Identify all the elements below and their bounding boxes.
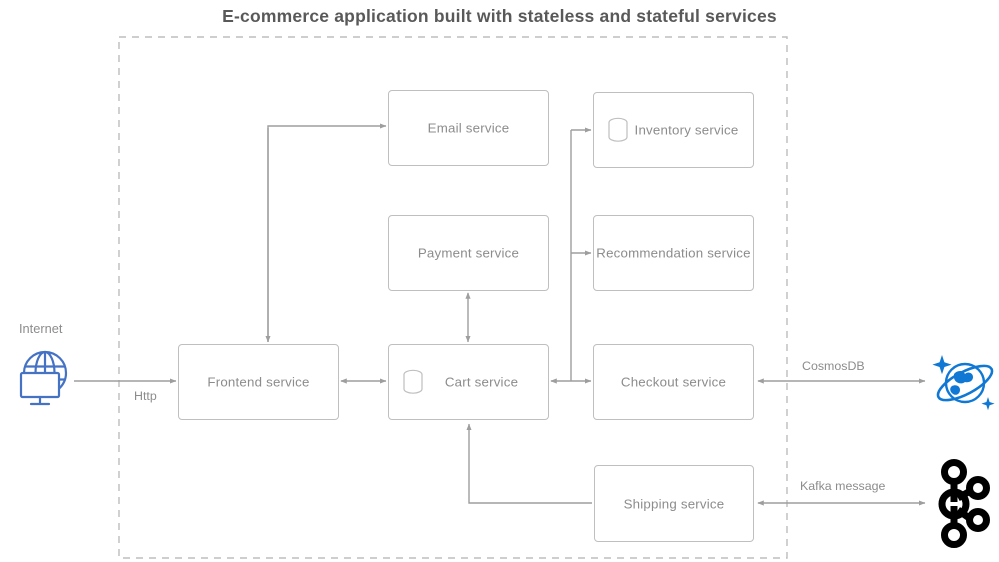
node-email-service[interactable]: Email service [388,90,549,166]
cluster-boundary [118,36,788,559]
edge-frontend-email [267,123,387,342]
node-label: Payment service [417,245,520,261]
edge-label-http: Http [134,389,157,403]
edge-label-kafka: Kafka message [800,479,886,493]
node-shipping-service[interactable]: Shipping service [594,465,754,542]
internet-label: Internet [19,321,63,336]
database-icon [403,369,423,394]
node-inventory-service[interactable]: Inventory service [593,92,754,168]
node-label: Recommendation service [596,245,751,261]
database-icon [608,117,628,142]
edge-shipping-cart [466,423,592,504]
node-label: Email service [427,120,510,136]
cosmos-db-icon [932,355,995,411]
node-label: Inventory service [634,122,739,138]
node-checkout-service[interactable]: Checkout service [593,344,754,420]
node-cart-service[interactable]: Cart service [388,344,549,420]
node-label: Shipping service [623,496,725,511]
node-payment-service[interactable]: Payment service [388,215,549,291]
node-recommendation-service[interactable]: Recommendation service [593,215,754,291]
globe-monitor-icon [19,350,68,406]
node-label: Frontend service [207,374,310,390]
kafka-icon [938,459,990,548]
node-label: Checkout service [620,374,727,390]
edge-label-cosmosdb: CosmosDB [802,359,865,373]
page-title: E-commerce application built with statel… [222,6,777,26]
node-frontend-service[interactable]: Frontend service [178,344,339,420]
node-label: Cart service [444,374,519,390]
